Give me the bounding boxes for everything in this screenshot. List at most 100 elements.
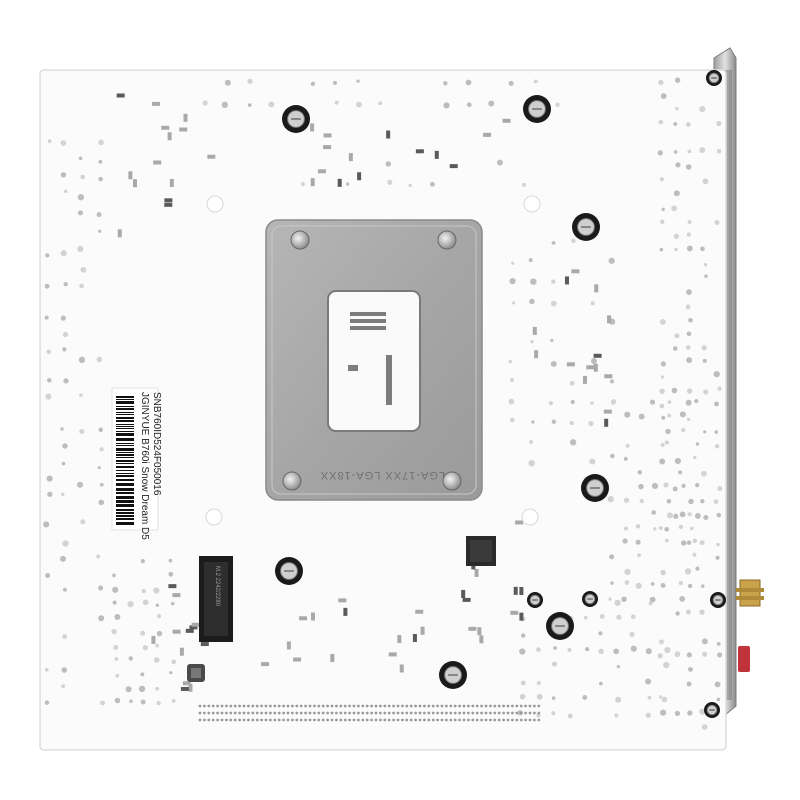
header-pin [480, 704, 483, 708]
via-dot [529, 298, 535, 305]
via-dot [700, 499, 705, 504]
header-pin [291, 711, 294, 715]
header-pin [352, 711, 356, 715]
header-pin [462, 704, 466, 708]
barcode-bar [116, 412, 134, 413]
header-pin [361, 704, 365, 708]
via-dot [665, 428, 671, 435]
smd-part [519, 587, 524, 596]
via-dot [78, 356, 86, 363]
via-dot [62, 587, 67, 592]
via-dot [114, 614, 121, 620]
smd-part [169, 178, 174, 187]
header-pin [414, 711, 417, 715]
backplate-screws [282, 230, 462, 491]
cpu-backplate: LGA-17XX LGA-18XX [265, 219, 483, 501]
via-dot [716, 542, 720, 547]
header-pin [396, 718, 400, 722]
via-dot [608, 257, 615, 264]
via-dot [674, 710, 681, 716]
via-dot [155, 643, 159, 648]
via-dot [443, 81, 448, 86]
smd-part [502, 118, 511, 123]
via-dot [443, 102, 450, 109]
via-dot [659, 403, 665, 409]
controller-chip [466, 536, 496, 566]
via-dot [663, 482, 669, 488]
header-pin [379, 718, 382, 722]
via-dot [96, 356, 103, 363]
smd-part [564, 276, 569, 285]
smd-part [586, 365, 595, 370]
smd-part [261, 662, 270, 667]
header-pin [291, 718, 294, 722]
smd-part [519, 612, 524, 621]
smd-part [594, 284, 599, 293]
smd-part [461, 589, 466, 598]
via-dot [610, 453, 615, 459]
smd-part [607, 315, 612, 324]
via-dot [645, 678, 652, 685]
via-dot [638, 413, 645, 420]
smd-part [299, 616, 308, 621]
via-dot [63, 189, 68, 194]
header-pin [220, 718, 224, 722]
via-dot [408, 183, 412, 188]
standoffs [275, 70, 726, 718]
header-pin [352, 704, 356, 708]
header-pin [343, 718, 347, 722]
via-dot [671, 205, 677, 212]
via-dot [679, 511, 686, 518]
via-dot [551, 661, 558, 667]
via-dot [138, 685, 146, 693]
via-dot [658, 526, 663, 530]
header-pin [264, 711, 268, 715]
via-dot [125, 686, 132, 693]
header-pin [277, 704, 281, 708]
via-dot [62, 634, 67, 639]
smd-part [286, 641, 291, 650]
via-dot [60, 140, 67, 146]
header-pin [233, 711, 237, 715]
header-pin [506, 718, 510, 722]
header-pin [480, 711, 483, 715]
header-pin [475, 718, 479, 722]
via-dot [598, 648, 604, 655]
via-dot [687, 220, 692, 224]
via-dot [645, 648, 652, 655]
via-dot [98, 229, 102, 233]
barcode-bar [116, 417, 134, 419]
via-dot [61, 461, 66, 466]
via-dot [623, 497, 630, 503]
via-dot [346, 182, 350, 186]
via-dot [660, 375, 665, 379]
smd-part [180, 686, 189, 691]
header-pin [458, 718, 461, 722]
via-dot [356, 101, 362, 108]
via-dot [247, 78, 253, 84]
via-dot [508, 359, 512, 364]
header-pin [489, 718, 492, 722]
via-dot [702, 358, 707, 363]
via-dot [589, 458, 596, 465]
via-dot [686, 357, 693, 364]
header-pin [295, 704, 299, 708]
via-dot [651, 482, 659, 490]
via-dot [224, 79, 231, 86]
via-dot [686, 245, 693, 252]
header-pin [449, 718, 453, 722]
via-dot [112, 586, 119, 593]
header-pin [242, 704, 246, 708]
via-dot [717, 652, 723, 658]
via-dot [624, 580, 630, 585]
serial-label: JGINYUE B760i Snow Dream D5 SNB760ID524F… [111, 387, 162, 540]
via-dot [650, 582, 655, 586]
header-pin [489, 704, 492, 708]
smd-part [449, 164, 458, 169]
via-dot [98, 159, 103, 164]
via-dot [660, 569, 666, 576]
via-dot [703, 389, 709, 395]
header-pin [264, 718, 268, 722]
via-dot [221, 101, 228, 108]
smd-part [164, 202, 173, 207]
